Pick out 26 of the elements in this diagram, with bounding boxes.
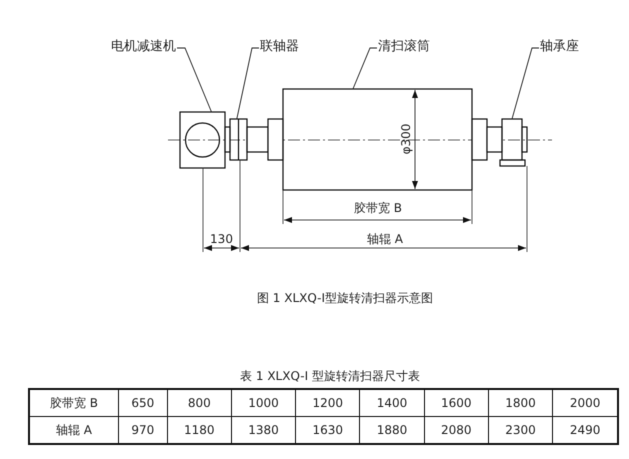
table-cell: 650 <box>118 389 168 416</box>
table-cell: 1800 <box>488 389 553 416</box>
figure-caption: 图 1 XLXQ-I型旋转清扫器示意图 <box>256 290 434 307</box>
table-cell: 800 <box>167 389 232 416</box>
dimension-label: 胶带宽 B <box>352 200 404 216</box>
part-label: 电机减速机 <box>94 38 176 56</box>
table-caption: 表 1 XLXQ-I 型旋转清扫器尺寸表 <box>239 368 421 385</box>
leader-line <box>236 48 260 120</box>
dimension-label: φ300 <box>398 122 414 156</box>
motor-reducer-drawing <box>179 111 226 169</box>
table-cell: 1400 <box>360 389 424 416</box>
row-header-cell: 胶带宽 B <box>29 389 118 416</box>
dimension-label: 130 <box>209 231 234 247</box>
roller-drum <box>282 88 473 191</box>
part-label: 清扫滚筒 <box>378 38 444 56</box>
leader-line <box>512 48 540 120</box>
table-cell: 1600 <box>424 389 488 416</box>
leader-line <box>176 48 212 112</box>
leader-line <box>352 48 378 90</box>
table-cell: 1200 <box>296 389 360 416</box>
part-label: 联轴器 <box>260 38 312 56</box>
bearing-seat-drawing <box>501 118 523 161</box>
part-label: 轴承座 <box>540 38 594 56</box>
dimension-label: 轴辊 A <box>366 231 404 247</box>
table-cell: 1000 <box>231 389 296 416</box>
coupling-drawing <box>229 118 248 161</box>
